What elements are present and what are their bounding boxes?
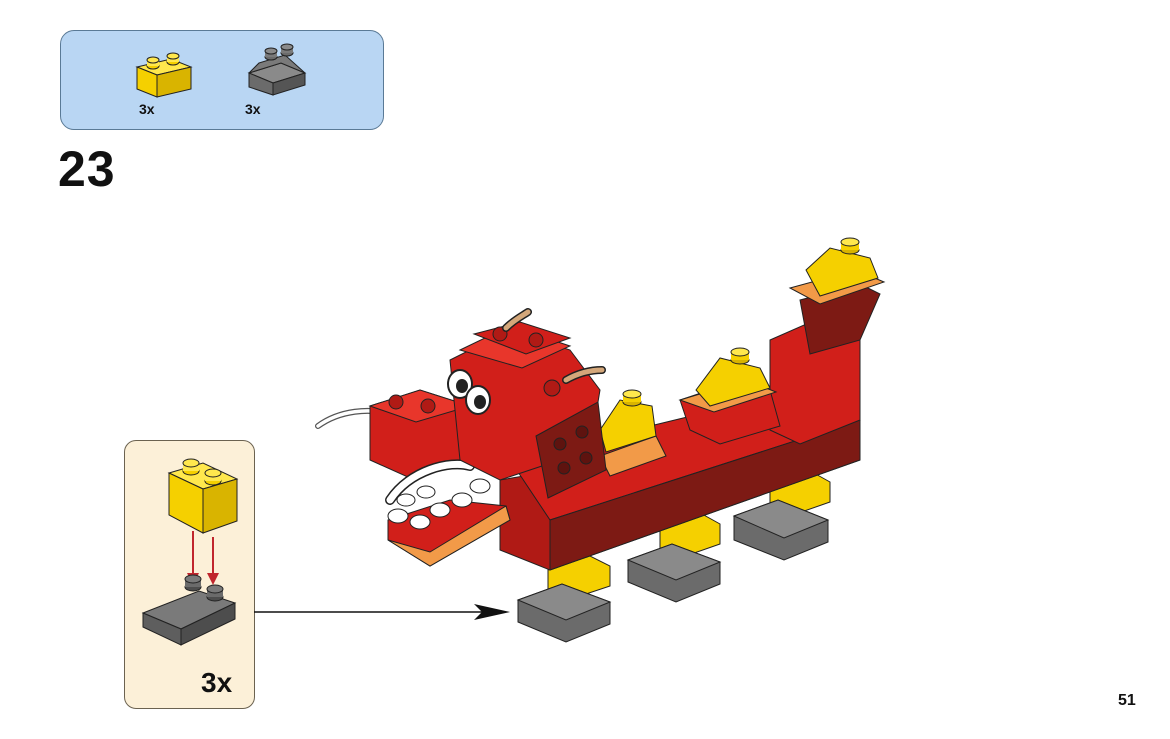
dragon-leg-front	[516, 555, 612, 643]
step-number: 23	[58, 141, 116, 197]
sub-yellow-brick-icon	[167, 458, 239, 534]
yellow-brick-part-icon	[135, 52, 193, 98]
pointer-arrow	[254, 604, 510, 620]
dragon-body	[499, 237, 886, 571]
sub-assembly-illustration	[141, 458, 239, 646]
yellow-brick-quantity: 3x	[139, 101, 155, 117]
page-number: 51	[1118, 692, 1136, 709]
sub-assembly-box: 3x	[124, 440, 255, 709]
gray-slope-part-icon	[247, 43, 307, 96]
parts-list-box: 3x 3x	[60, 30, 384, 130]
dragon-model-illustration	[315, 237, 886, 643]
dragon-leg-rear	[732, 471, 831, 561]
sub-assembly-quantity: 3x	[201, 667, 233, 698]
gray-slope-quantity: 3x	[245, 101, 261, 117]
dragon-eyes	[447, 369, 491, 415]
sub-gray-slope-icon	[141, 574, 237, 646]
dragon-head	[368, 308, 607, 567]
